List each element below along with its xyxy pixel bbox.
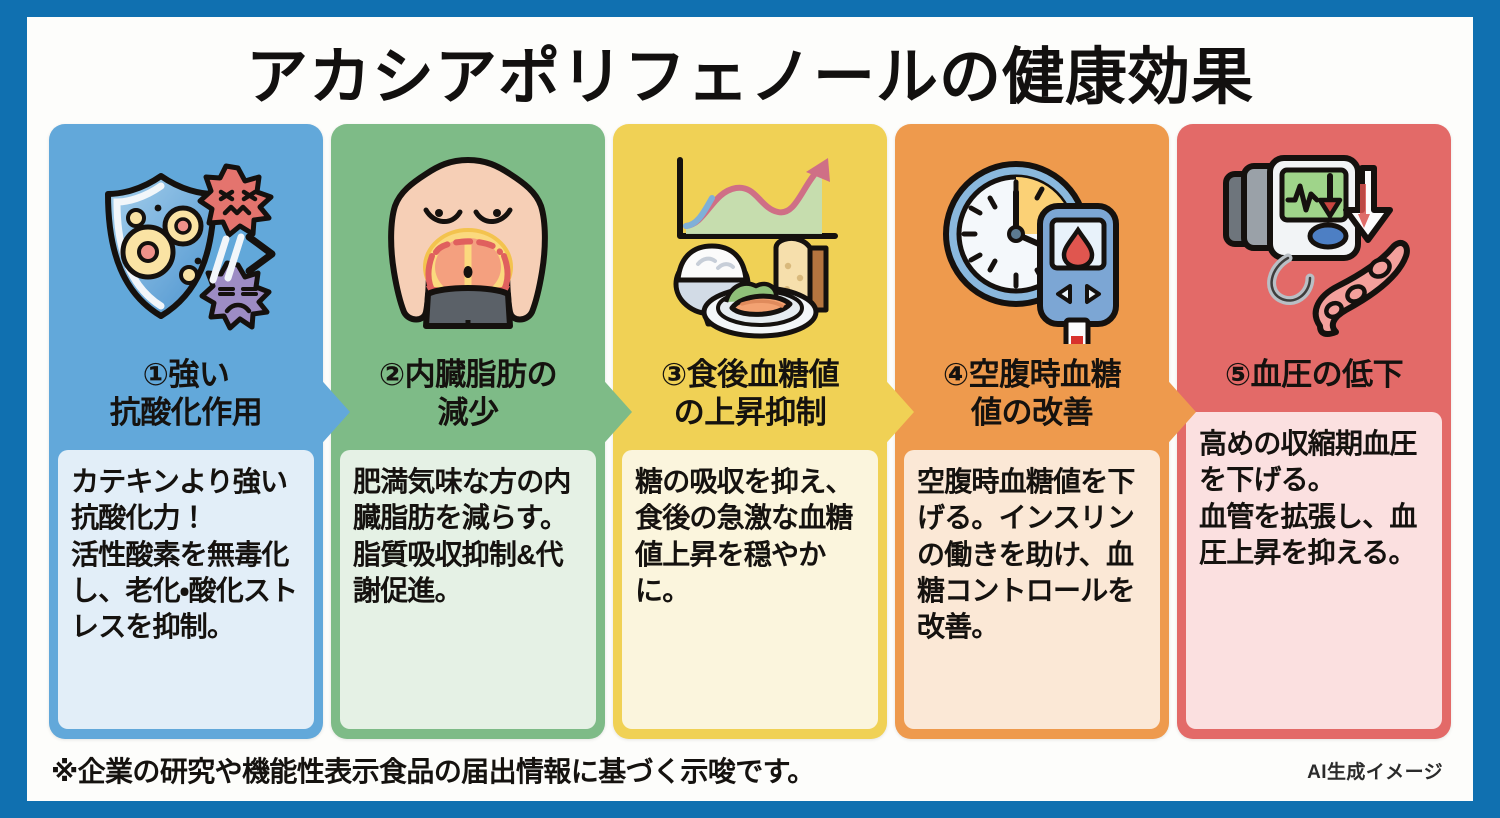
benefit-cards-row: ①強い 抗酸化作用 カテキンより強い抗酸化力！ 活性酸素を無毒化し、老化・酸化ス… xyxy=(27,124,1473,739)
card-body-3: 糖の吸収を抑え、食後の急激な血糖値上昇を穏やかに。 xyxy=(622,449,878,729)
card-body-2: 肥満気味な方の内臓脂肪を減らす。脂質吸収抑制&代謝促進。 xyxy=(340,449,596,729)
infographic-poster: アカシアポリフェノールの健康効果 xyxy=(27,17,1473,801)
footer: ※企業の研究や機能性表示食品の届出情報に基づく示唆です。 AI生成イメージ xyxy=(27,739,1473,801)
clock-glucose-meter-icon xyxy=(903,138,1161,350)
blood-pressure-monitor-icon xyxy=(1185,138,1443,350)
card-body-5: 高めの収縮期血圧を下げる。 血管を拡張し、血圧上昇を抑える。 xyxy=(1186,411,1442,729)
page-title: アカシアポリフェノールの健康効果 xyxy=(245,43,1254,112)
card-body-1: カテキンより強い抗酸化力！ 活性酸素を無毒化し、老化・酸化ストレスを抑制。 xyxy=(58,449,314,729)
belly-fat-body-icon xyxy=(339,138,597,350)
card-title-3: ③食後血糖値 の上昇抑制 xyxy=(660,357,840,430)
card-title-4: ④空腹時血糖 値の改善 xyxy=(942,357,1122,430)
blood-sugar-meal-chart-icon xyxy=(621,138,879,350)
benefit-card-5[interactable]: ⑤血圧の低下 高めの収縮期血圧を下げる。 血管を拡張し、血圧上昇を抑える。 xyxy=(1177,124,1451,739)
benefit-card-2[interactable]: ②内臓脂肪の 減少 肥満気味な方の内臓脂肪を減らす。脂質吸収抑制&代謝促進。 xyxy=(331,124,632,739)
card-title-5: ⑤血圧の低下 xyxy=(1224,357,1404,393)
benefit-card-4[interactable]: ④空腹時血糖 値の改善 空腹時血糖値を下げる。インスリンの働きを助け、血糖コント… xyxy=(895,124,1196,739)
shield-antioxidant-icon xyxy=(57,138,315,350)
card-body-4: 空腹時血糖値を下げる。インスリンの働きを助け、血糖コントロールを改善。 xyxy=(904,449,1160,729)
title-bar: アカシアポリフェノールの健康効果 xyxy=(27,17,1473,124)
benefit-card-3[interactable]: ③食後血糖値 の上昇抑制 糖の吸収を抑え、食後の急激な血糖値上昇を穏やかに。 xyxy=(613,124,914,739)
card-title-1: ①強い 抗酸化作用 xyxy=(109,357,263,430)
benefit-card-1[interactable]: ①強い 抗酸化作用 カテキンより強い抗酸化力！ 活性酸素を無毒化し、老化・酸化ス… xyxy=(49,124,350,739)
disclaimer-note: ※企業の研究や機能性表示食品の届出情報に基づく示唆です。 xyxy=(51,756,815,787)
card-title-2: ②内臓脂肪の 減少 xyxy=(378,357,558,430)
credit-label: AI生成イメージ xyxy=(1307,761,1443,783)
